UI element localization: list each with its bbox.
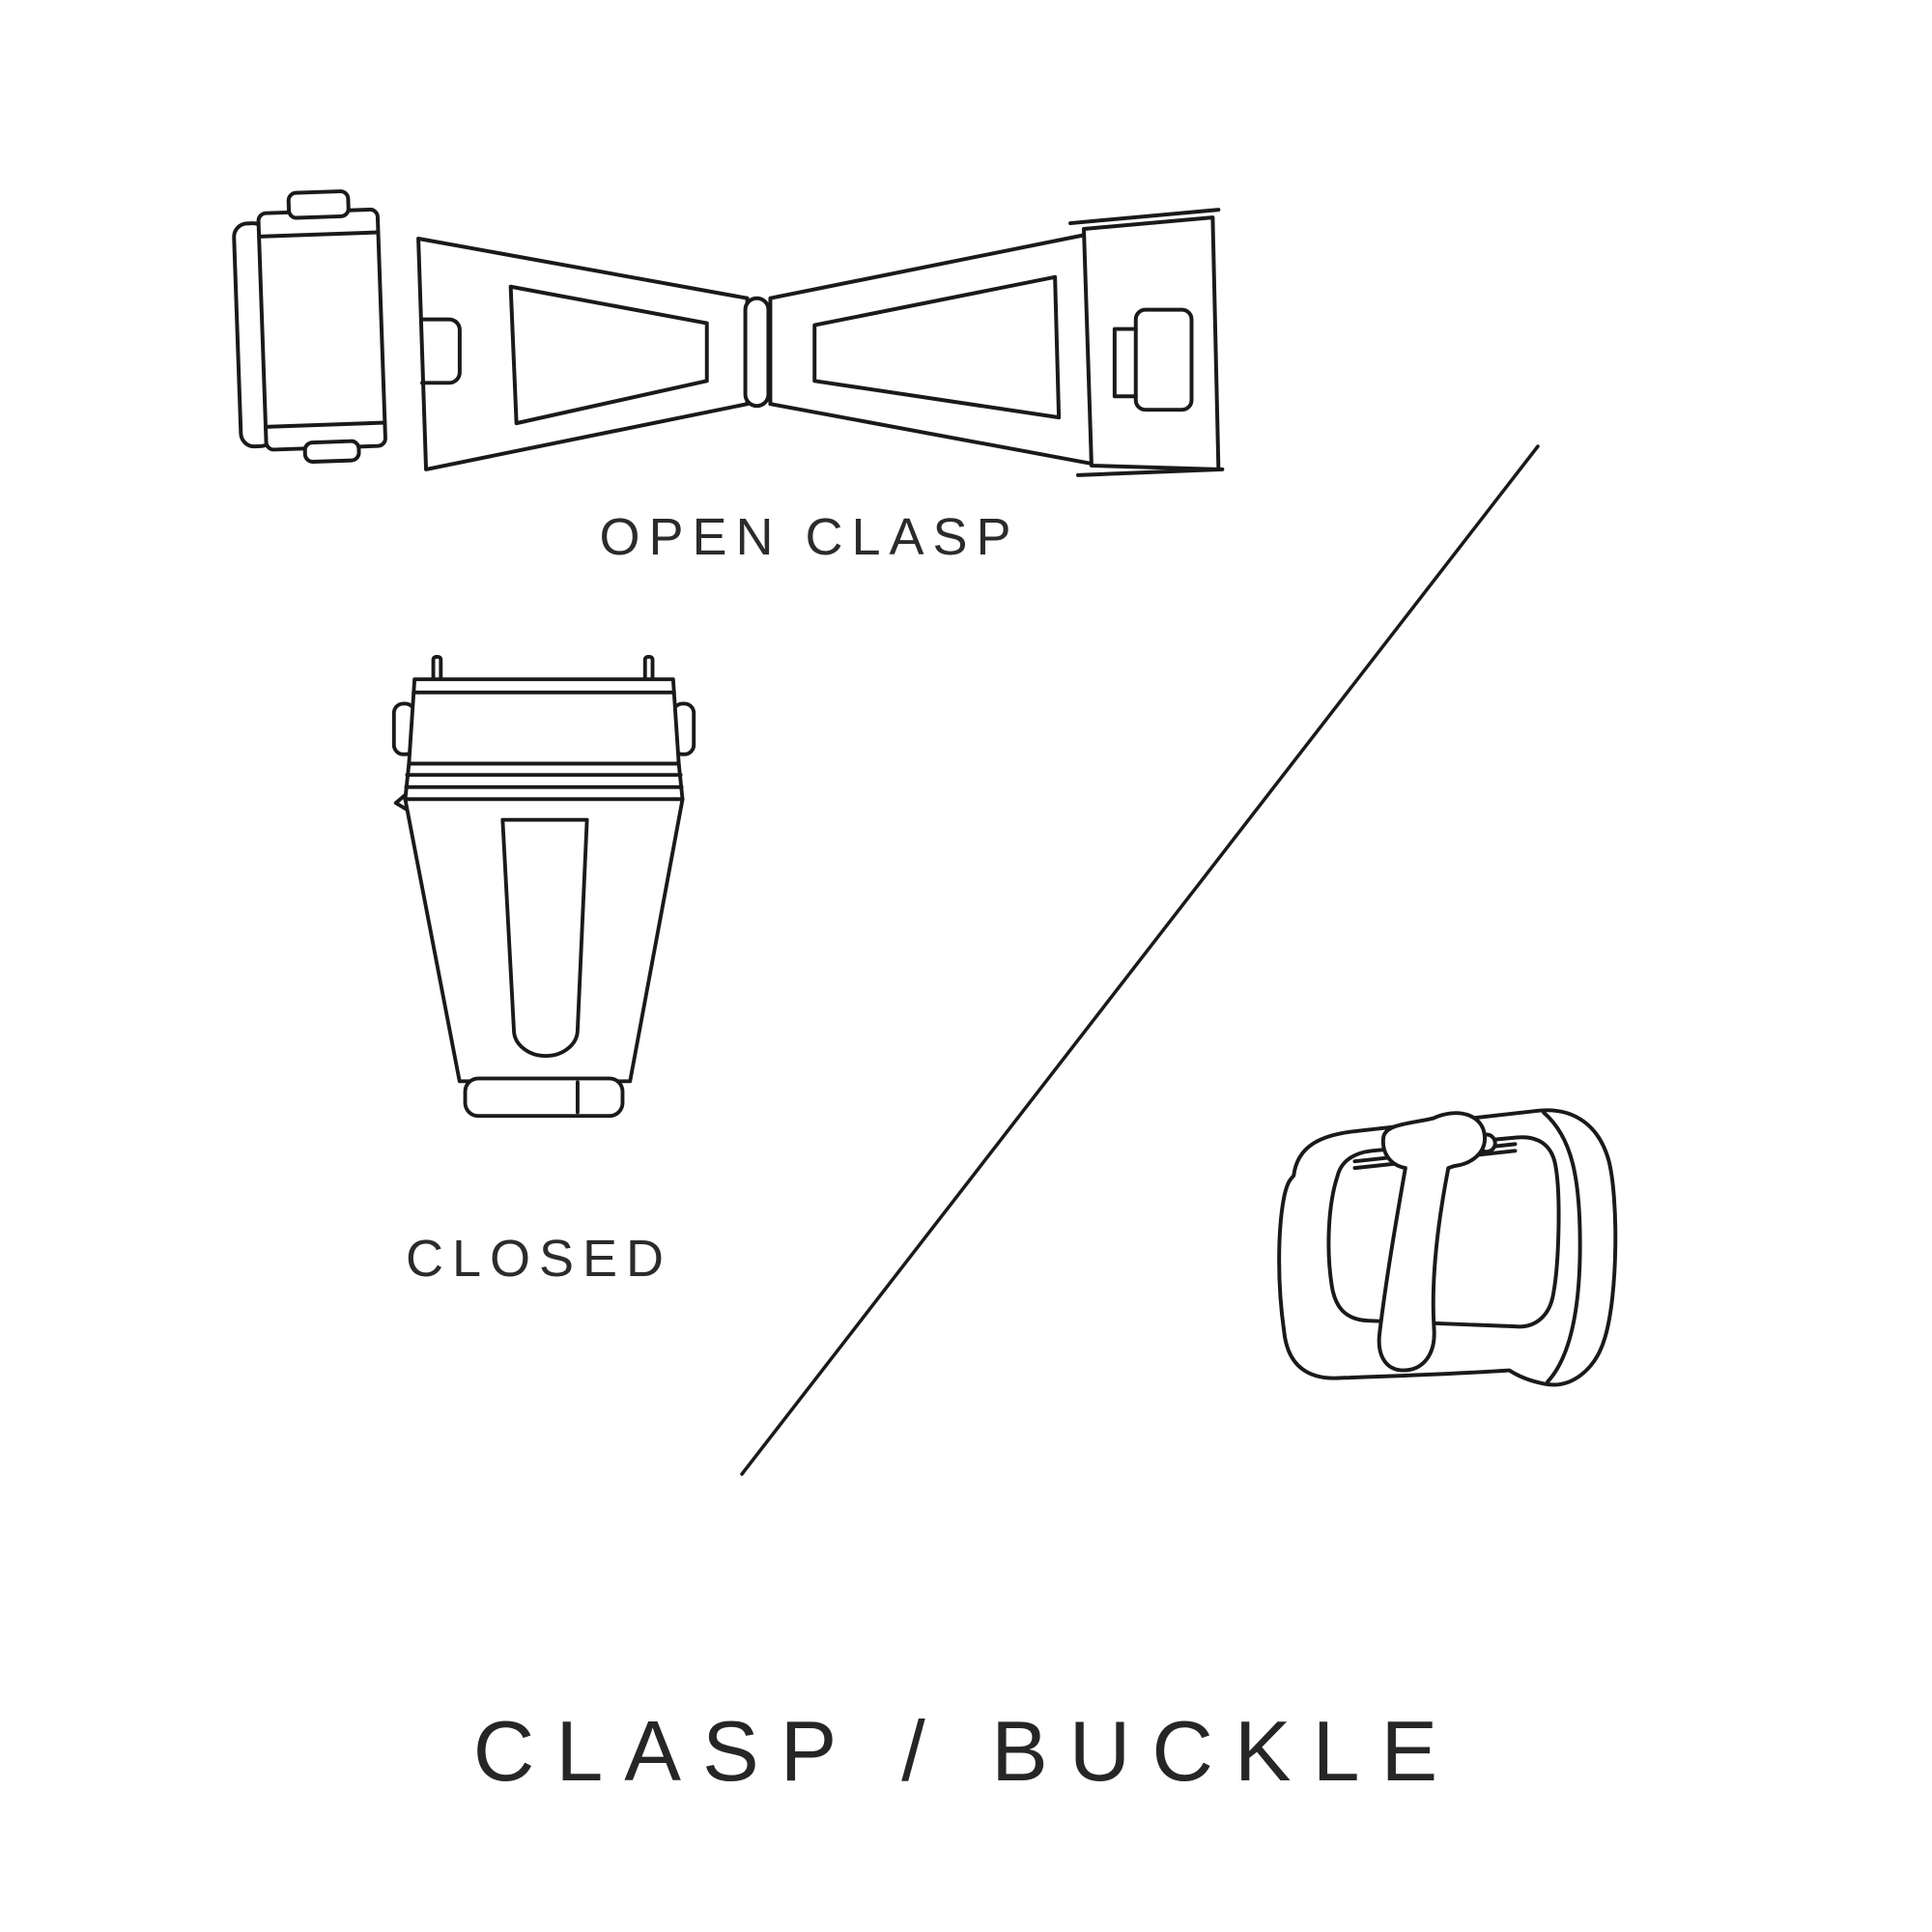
page-title: CLASP / BUCKLE xyxy=(472,1703,1460,1799)
buckle-illustration xyxy=(1277,1108,1618,1387)
open-clasp-label: OPEN CLASP xyxy=(599,508,1020,566)
open-clasp-figure xyxy=(220,179,1297,506)
buckle-figure xyxy=(1233,1092,1634,1421)
closed-clasp-illustration xyxy=(391,655,696,1119)
open-clasp-illustration xyxy=(232,189,1225,477)
closed-clasp-label: CLOSED xyxy=(405,1230,673,1288)
closed-clasp-figure xyxy=(384,655,703,1184)
